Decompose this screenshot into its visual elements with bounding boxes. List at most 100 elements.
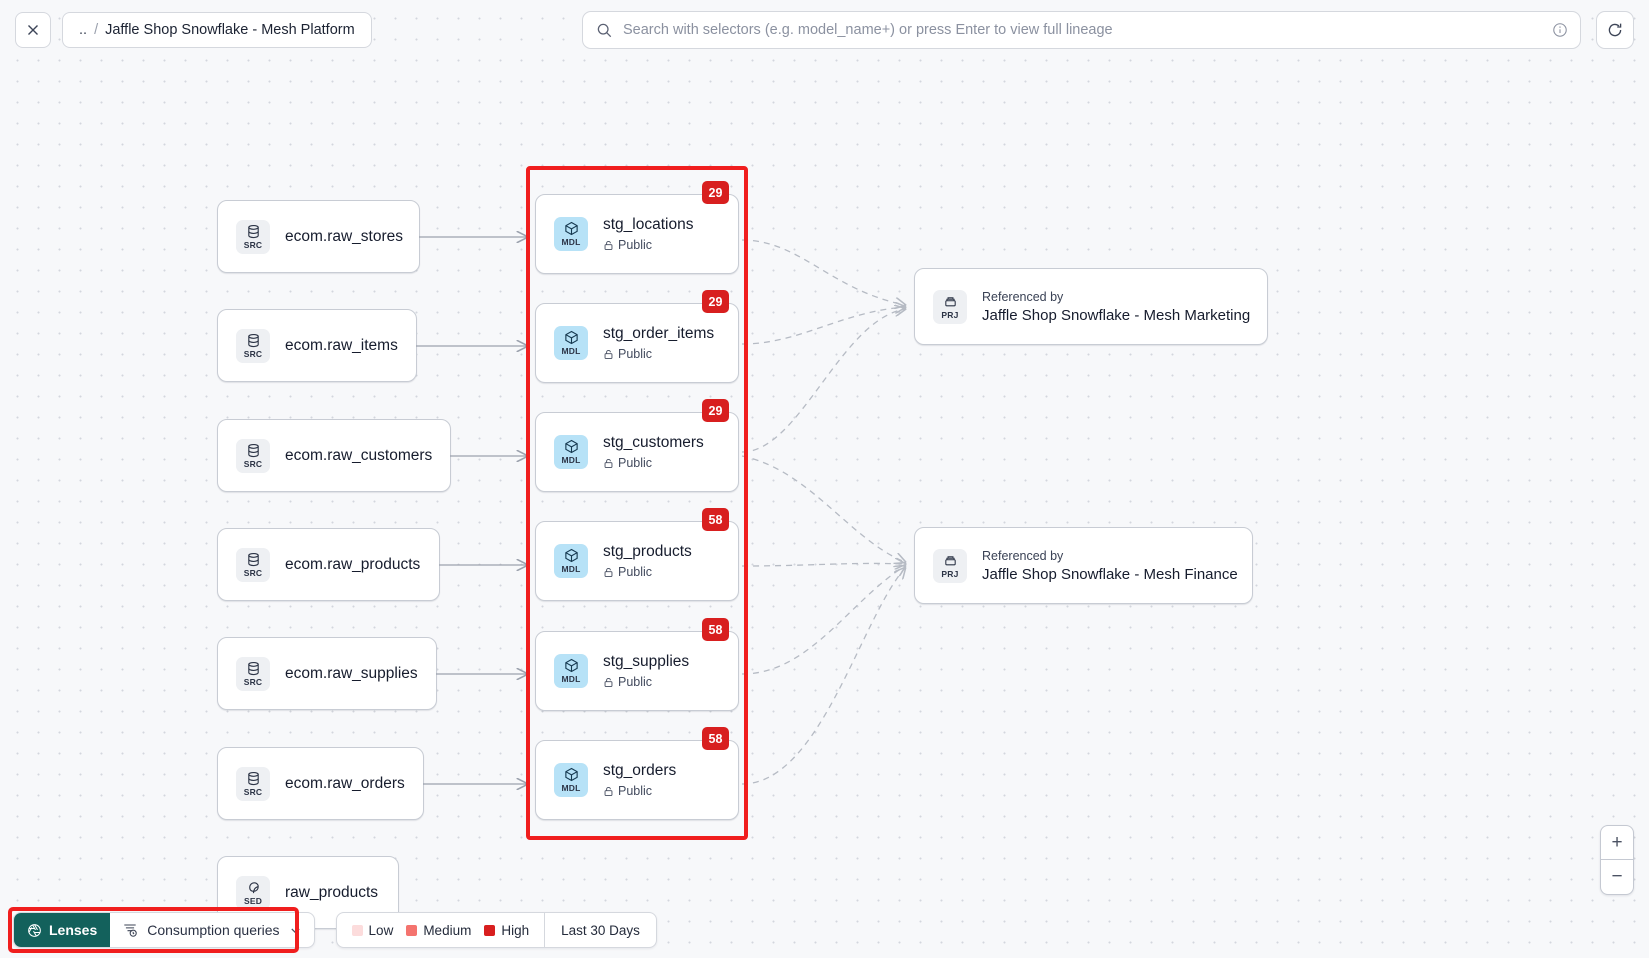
mdl-type-chip: MDL (554, 654, 588, 688)
src-type-chip: SRC (236, 656, 270, 691)
lineage-node-model[interactable]: MDL stg_supplies Public (535, 631, 739, 711)
chip-label: MDL (561, 455, 581, 466)
close-button[interactable] (15, 12, 51, 48)
node-title: stg_locations (603, 216, 694, 233)
search-icon (596, 22, 613, 39)
node-count-badge[interactable]: 58 (702, 727, 729, 750)
chip-label: SRC (243, 239, 263, 250)
seed-type-chip: SED (236, 875, 270, 910)
lenses-control-group[interactable]: Lenses Consumption queries (13, 912, 315, 948)
lenses-label: Lenses (49, 922, 98, 938)
lock-icon (604, 458, 613, 468)
node-count-badge[interactable]: 58 (702, 508, 729, 531)
chip-label: PRJ (941, 309, 959, 320)
lineage-node-model[interactable]: MDL stg_products Public (535, 521, 739, 601)
access-label: Public (618, 565, 653, 579)
zoom-in-button[interactable]: + (1601, 826, 1633, 860)
lineage-node-source[interactable]: SRC ecom.raw_supplies (217, 637, 437, 710)
lock-icon (604, 240, 613, 250)
legend-swatch-high (484, 924, 496, 936)
cube-icon (564, 331, 578, 345)
lineage-node-source[interactable]: SRC ecom.raw_stores (217, 200, 420, 273)
mdl-type-chip: MDL (554, 763, 588, 797)
refresh-button[interactable] (1596, 11, 1634, 49)
refresh-icon (1608, 23, 1622, 37)
node-count-badge[interactable]: 29 (702, 290, 729, 313)
cube-icon (564, 222, 578, 236)
src-type-chip: SRC (236, 766, 270, 801)
lineage-node-model[interactable]: MDL stg_orders Public (535, 740, 739, 820)
node-count-badge[interactable]: 29 (702, 181, 729, 204)
legend-item-medium: Medium (406, 923, 471, 938)
lineage-node-model[interactable]: MDL stg_locations Public (535, 194, 739, 274)
breadcrumb[interactable]: .. / Jaffle Shop Snowflake - Mesh Platfo… (62, 12, 372, 48)
node-access: Public (603, 565, 692, 579)
lineage-node-source[interactable]: SRC ecom.raw_products (217, 528, 440, 601)
node-title: raw_products (285, 883, 379, 901)
database-icon (247, 443, 259, 457)
cube-icon (564, 440, 578, 454)
lineage-node-source[interactable]: SRC ecom.raw_orders (217, 747, 424, 820)
project-icon (944, 556, 956, 566)
node-access: Public (603, 784, 676, 798)
node-access: Public (603, 347, 714, 361)
legend-item-low: Low (351, 922, 394, 938)
search-bar[interactable] (582, 11, 1581, 49)
lenses-button[interactable]: Lenses (14, 913, 111, 947)
zoom-out-button[interactable]: − (1611, 866, 1623, 887)
chevron-down-icon (290, 927, 300, 934)
src-type-chip: SRC (236, 219, 270, 254)
lineage-node-source[interactable]: SRC ecom.raw_customers (217, 419, 451, 492)
seed-icon (248, 881, 259, 893)
breadcrumb-separator: / (94, 22, 99, 38)
cube-icon (564, 659, 578, 673)
info-circle-icon[interactable] (1552, 22, 1568, 38)
date-range-label: Last 30 Days (561, 922, 640, 938)
chip-label: PRJ (941, 568, 959, 579)
breadcrumb-root[interactable]: .. (79, 22, 88, 38)
node-title: ecom.raw_stores (285, 227, 404, 245)
node-access: Public (603, 238, 693, 252)
node-count-badge[interactable]: 29 (702, 399, 729, 422)
database-icon (247, 771, 259, 785)
legend-swatch-medium (406, 924, 418, 936)
node-access: Public (603, 675, 689, 689)
query-clock-icon (124, 924, 138, 937)
node-title: stg_orders (603, 762, 677, 779)
lineage-node-model[interactable]: MDL stg_customers Public (535, 412, 739, 492)
chip-label: SRC (243, 786, 263, 797)
lineage-node-project[interactable]: PRJ Referenced by Jaffle Shop Snowflake … (914, 527, 1253, 604)
node-title: stg_supplies (603, 653, 690, 670)
node-title: ecom.raw_items (285, 336, 398, 354)
search-input[interactable] (623, 22, 1552, 38)
lineage-node-model[interactable]: MDL stg_order_items Public (535, 303, 739, 383)
cube-icon (564, 549, 578, 563)
lineage-node-project[interactable]: PRJ Referenced by Jaffle Shop Snowflake … (914, 268, 1268, 345)
date-range-selector[interactable]: Last 30 Days (544, 913, 656, 947)
node-title: Jaffle Shop Snowflake - Mesh Marketing (982, 306, 1251, 324)
access-label: Public (618, 347, 653, 361)
zoom-controls[interactable]: + − (1600, 825, 1634, 895)
legend-item-high: High (484, 923, 529, 938)
database-icon (247, 661, 259, 675)
mdl-type-chip: MDL (554, 435, 588, 469)
database-icon (247, 333, 259, 347)
chip-label: SRC (243, 676, 263, 687)
lens-selector[interactable]: Consumption queries (110, 913, 313, 947)
close-icon (28, 25, 38, 35)
node-access: Public (603, 456, 704, 470)
access-label: Public (618, 238, 653, 252)
bottom-toolbar: Lenses Consumption queries (8, 907, 657, 953)
legend-label-high: High (501, 922, 530, 938)
legend-label-low: Low (368, 922, 394, 938)
src-type-chip: SRC (236, 328, 270, 363)
lock-icon (604, 349, 613, 359)
chip-label: MDL (561, 783, 581, 794)
severity-legend: Low Medium High Last 30 Days (335, 912, 657, 948)
lens-selector-label: Consumption queries (147, 922, 280, 938)
chip-label: SRC (243, 567, 263, 578)
node-count-badge[interactable]: 58 (702, 618, 729, 641)
breadcrumb-current: Jaffle Shop Snowflake - Mesh Platform (105, 22, 355, 38)
